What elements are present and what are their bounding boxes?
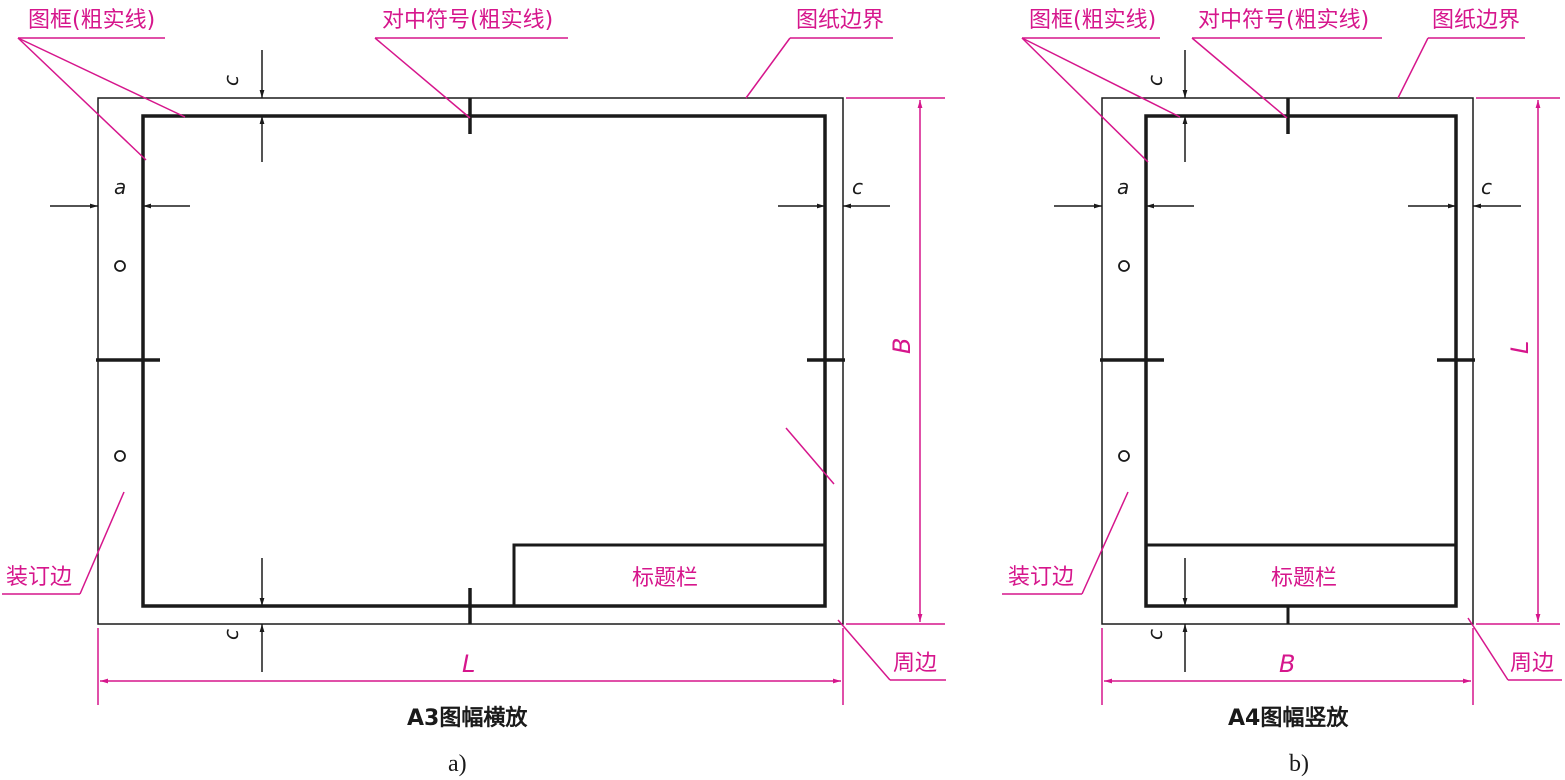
dim-length: L bbox=[97, 628, 844, 705]
label-perimeter: 周边 bbox=[1510, 651, 1554, 676]
leader-binding-edge: 装订边 bbox=[2, 491, 125, 595]
binding-hole-lower bbox=[114, 450, 126, 462]
caption-b: A4图幅竖放 bbox=[1228, 705, 1349, 731]
label-binding-edge: 装订边 bbox=[1008, 565, 1074, 590]
label-binding-edge: 装订边 bbox=[6, 565, 72, 590]
label-title-block: 标题栏 bbox=[632, 566, 698, 591]
leader-binding-edge: 装订边 bbox=[1002, 491, 1129, 595]
dim-width: B bbox=[1101, 628, 1474, 705]
drawing-frame bbox=[141, 114, 827, 608]
leader-perimeter: 周边 bbox=[1467, 617, 1562, 681]
label-perimeter: 周边 bbox=[893, 651, 937, 676]
dim-length: L bbox=[1476, 97, 1560, 625]
dim-c-right: c bbox=[778, 175, 890, 209]
leader-perimeter: 周边 bbox=[837, 619, 946, 681]
leader-sheet-border: 图纸边界 bbox=[1397, 8, 1525, 99]
dim-length-label: L bbox=[1506, 341, 1534, 354]
dim-c-bottom-label: c bbox=[219, 629, 243, 640]
dim-c-right-label: c bbox=[1481, 175, 1492, 199]
binding-hole-upper bbox=[114, 260, 126, 272]
binding-hole-lower bbox=[1118, 450, 1130, 462]
dim-a-label: a bbox=[1117, 175, 1129, 199]
dim-width: B bbox=[846, 97, 945, 625]
dim-c-bottom: c bbox=[219, 558, 265, 672]
caption-a: A3图幅横放 bbox=[407, 705, 528, 731]
label-sheet-border: 图纸边界 bbox=[1432, 8, 1520, 33]
label-frame: 图框(粗实线) bbox=[28, 8, 155, 33]
dim-c-top: c bbox=[1143, 50, 1188, 162]
panel-a: c c a c L bbox=[2, 8, 946, 777]
sublabel-b: b) bbox=[1289, 751, 1309, 777]
dim-c-top-label: c bbox=[1143, 75, 1167, 86]
leader-frame: 图框(粗实线) bbox=[17, 8, 186, 161]
panel-b: c c a c B L bbox=[1002, 8, 1562, 777]
label-frame: 图框(粗实线) bbox=[1029, 8, 1156, 33]
leader-center-mark: 对中符号(粗实线) bbox=[374, 8, 568, 119]
dim-width-label: B bbox=[1279, 650, 1295, 678]
label-center-mark: 对中符号(粗实线) bbox=[382, 8, 553, 33]
dim-width-label: B bbox=[888, 338, 916, 354]
dim-c-top: c bbox=[219, 50, 265, 162]
binding-hole-upper bbox=[1118, 260, 1130, 272]
sublabel-a: a) bbox=[448, 751, 467, 777]
title-block-leader-stub bbox=[785, 427, 835, 485]
label-center-mark: 对中符号(粗实线) bbox=[1198, 8, 1369, 33]
dim-a: a bbox=[1054, 175, 1194, 209]
label-sheet-border: 图纸边界 bbox=[796, 8, 884, 33]
drawing-frame bbox=[1144, 114, 1458, 608]
dim-a: a bbox=[50, 175, 190, 209]
title-block-box bbox=[512, 543, 825, 606]
dim-c-right-label: c bbox=[852, 175, 863, 199]
dim-length-label: L bbox=[462, 650, 475, 678]
label-title-block: 标题栏 bbox=[1271, 566, 1337, 591]
leader-center-mark: 对中符号(粗实线) bbox=[1191, 8, 1382, 119]
dim-c-bottom: c bbox=[1143, 558, 1188, 672]
dim-c-bottom-label: c bbox=[1143, 629, 1167, 640]
dim-a-label: a bbox=[114, 175, 126, 199]
leader-sheet-border: 图纸边界 bbox=[745, 8, 893, 99]
dim-c-top-label: c bbox=[219, 75, 243, 86]
leader-frame: 图框(粗实线) bbox=[1021, 8, 1181, 163]
dim-c-right: c bbox=[1408, 175, 1521, 209]
